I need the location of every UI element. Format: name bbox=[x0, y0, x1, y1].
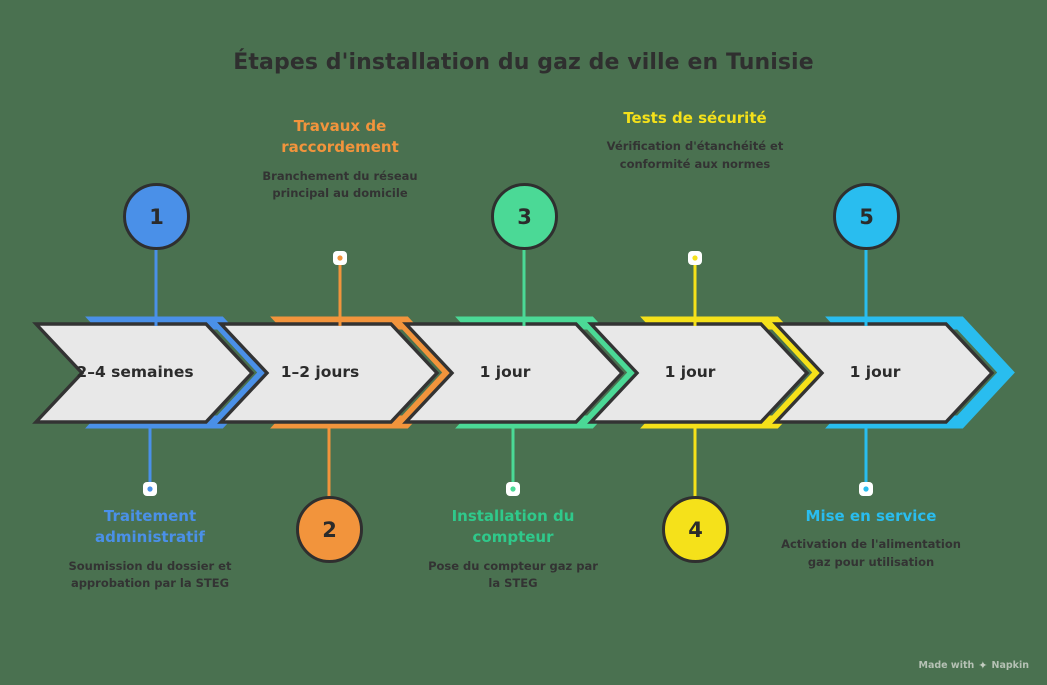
step-circle-1[interactable]: 1 bbox=[123, 183, 190, 250]
step-text-block-5: Mise en service Activation de l'alimenta… bbox=[781, 506, 961, 571]
step-circle-3[interactable]: 3 bbox=[491, 183, 558, 250]
step-heading-3: Installation du compteur bbox=[451, 507, 575, 547]
step-description-4: Vérification d'étanchéité et conformité … bbox=[606, 139, 784, 171]
duration-label-3: 1 jour bbox=[479, 363, 531, 381]
step-heading-1: Traitement administratif bbox=[95, 507, 205, 547]
step-description-5: Activation de l'alimentation gaz pour ut… bbox=[781, 537, 961, 569]
napkin-sparkle-icon: ✦ bbox=[978, 659, 988, 672]
duration-label-4: 1 jour bbox=[664, 363, 716, 381]
watermark-brand: Napkin bbox=[991, 660, 1030, 671]
step-number-2: 2 bbox=[322, 517, 337, 542]
duration-label-1: 2–4 semaines bbox=[76, 363, 194, 381]
endpoint-marker-5 bbox=[859, 482, 873, 496]
duration-label-2: 1–2 jours bbox=[280, 363, 360, 381]
endpoint-marker-1 bbox=[143, 482, 157, 496]
endpoint-marker-4 bbox=[688, 251, 702, 265]
step-text-block-2: Travaux de raccordement Branchement du r… bbox=[250, 116, 430, 202]
duration-label-5: 1 jour bbox=[849, 363, 901, 381]
step-description-3: Pose du compteur gaz par la STEG bbox=[428, 558, 598, 590]
chevron-segment-4 bbox=[587, 322, 810, 424]
timeline-chevron-band bbox=[32, 316, 1015, 429]
step-heading-5: Mise en service bbox=[805, 507, 937, 525]
connector-endpoint-markers bbox=[143, 251, 873, 496]
chevron-segment-2 bbox=[217, 322, 440, 424]
chevron-segment-3 bbox=[402, 322, 625, 424]
step-text-block-4: Tests de sécurité Vérification d'étanché… bbox=[605, 108, 785, 173]
endpoint-marker-3 bbox=[506, 482, 520, 496]
step-number-4: 4 bbox=[688, 517, 703, 542]
step-circle-5[interactable]: 5 bbox=[833, 183, 900, 250]
watermark-prefix: Made with bbox=[918, 660, 975, 671]
step-description-1: Soumission du dossier et approbation par… bbox=[68, 558, 232, 590]
step-circle-2[interactable]: 2 bbox=[296, 496, 363, 563]
chevron-gray-segments bbox=[32, 322, 995, 424]
step-circle-4[interactable]: 4 bbox=[662, 496, 729, 563]
step-description-2: Branchement du réseau principal au domic… bbox=[262, 168, 418, 200]
step-heading-2: Travaux de raccordement bbox=[281, 117, 399, 157]
chevron-segment-1 bbox=[32, 322, 255, 424]
napkin-watermark: Made with ✦ Napkin bbox=[919, 660, 1029, 671]
step-number-1: 1 bbox=[149, 204, 164, 229]
chevron-segment-5 bbox=[772, 322, 995, 424]
step-number-5: 5 bbox=[859, 204, 874, 229]
step-number-3: 3 bbox=[517, 204, 532, 229]
step-text-block-3: Installation du compteur Pose du compteu… bbox=[423, 506, 603, 592]
page-title: Étapes d'installation du gaz de ville en… bbox=[233, 50, 814, 75]
step-heading-4: Tests de sécurité bbox=[623, 109, 767, 127]
step-text-block-1: Traitement administratif Soumission du d… bbox=[60, 506, 240, 592]
endpoint-marker-2 bbox=[333, 251, 347, 265]
